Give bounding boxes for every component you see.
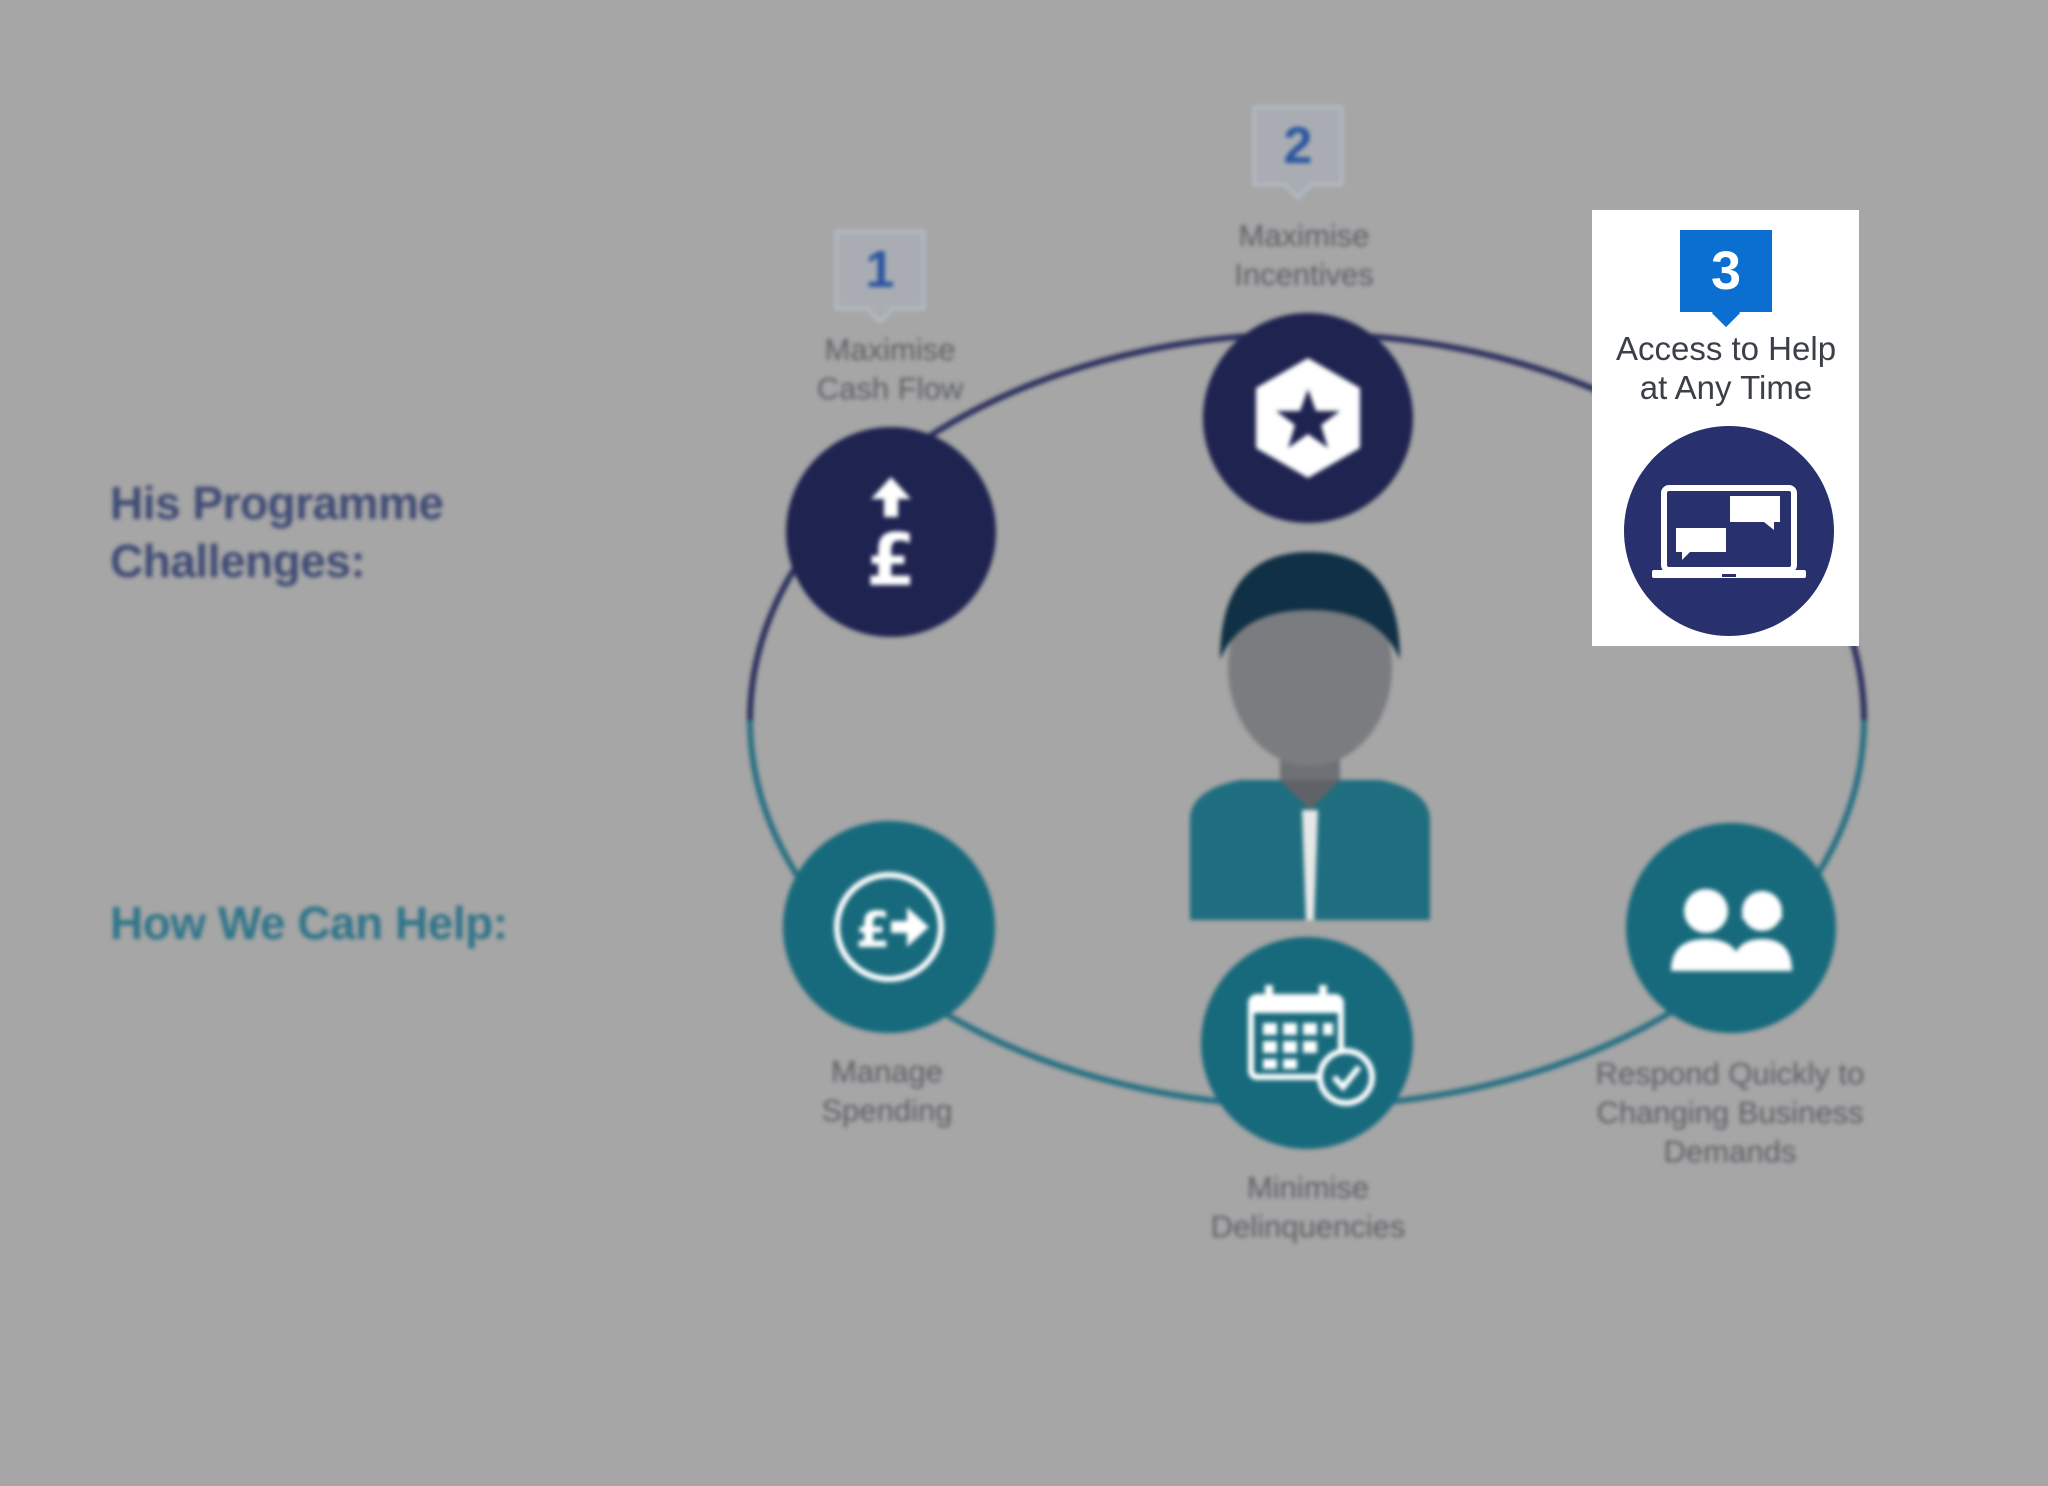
calendar-check-icon[interactable]: [1201, 937, 1413, 1149]
pound-up-arrow-icon[interactable]: £: [786, 427, 996, 637]
pound-transfer-icon[interactable]: £: [783, 821, 995, 1033]
help-heading: How We Can Help:: [110, 897, 508, 949]
challenge-1-badge: 1: [835, 230, 925, 310]
challenge-3-badge: 3: [1680, 230, 1772, 312]
svg-text:£: £: [866, 518, 916, 602]
help-1-label: Manage Spending: [821, 1054, 953, 1128]
challenge-2-label: Maximise Incentives: [1234, 218, 1374, 292]
challenge-1-label: Maximise Cash Flow: [816, 332, 964, 406]
challenges-heading: His Programme Challenges:: [110, 477, 444, 587]
help-2-label: Minimise Delinquencies: [1210, 1170, 1406, 1244]
challenge-2-badge: 2: [1253, 106, 1343, 186]
laptop-chat-icon[interactable]: [1624, 426, 1834, 636]
challenge-3-label: Access to Help at Any Time: [1615, 330, 1837, 406]
people-icon[interactable]: [1626, 823, 1836, 1033]
svg-text:£: £: [856, 901, 891, 959]
help-3-label: Respond Quickly to Changing Business Dem…: [1595, 1056, 1865, 1169]
person-illustration: [1190, 552, 1430, 920]
star-hexagon-icon[interactable]: [1203, 313, 1413, 523]
